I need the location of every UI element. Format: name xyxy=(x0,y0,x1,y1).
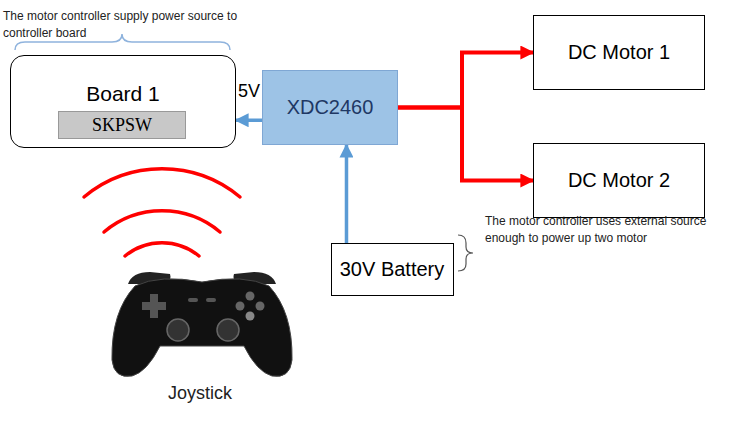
device-label: Joystick xyxy=(140,383,260,405)
signal-arc xyxy=(104,211,220,232)
power-arrow xyxy=(345,145,349,243)
node-text: DC Motor 1 xyxy=(568,41,670,64)
node-text: Board 1 xyxy=(86,82,160,106)
node-text: 30V Battery xyxy=(340,258,445,281)
edge-label: 5V xyxy=(238,81,260,102)
d-pad xyxy=(142,294,166,318)
motor-feed-arrow xyxy=(398,53,533,108)
motor-feed-arrow xyxy=(398,108,533,181)
callout-note: The motor controller uses external sourc… xyxy=(485,213,743,248)
callout-note: The motor controller supply power source… xyxy=(3,8,283,43)
node-text: XDC2460 xyxy=(287,96,374,119)
analog-stick xyxy=(217,319,239,341)
gamepad-icon xyxy=(112,272,292,376)
motor-box: DC Motor 1 xyxy=(533,15,705,90)
start-button xyxy=(206,298,216,302)
analog-stick xyxy=(167,319,189,341)
node-text: SKPSW xyxy=(92,115,152,136)
face-button xyxy=(246,312,255,321)
signal-arc xyxy=(84,169,240,197)
power-arrow xyxy=(236,119,262,123)
battery-box: 30V Battery xyxy=(331,243,454,296)
face-button xyxy=(256,302,265,311)
motor-box: DC Motor 2 xyxy=(533,143,705,218)
signal-arc xyxy=(125,243,199,256)
face-button xyxy=(236,302,245,311)
node-text: DC Motor 2 xyxy=(568,169,670,192)
select-button xyxy=(188,298,198,302)
face-button xyxy=(246,292,255,301)
motor-controller: XDC2460 xyxy=(262,70,398,145)
gamepad-body xyxy=(112,279,292,377)
callout-brace xyxy=(458,235,473,271)
wireless-signal xyxy=(84,169,240,256)
controller-board: Board 1 SKPSW xyxy=(10,55,236,148)
switch-module: SKPSW xyxy=(58,111,186,139)
